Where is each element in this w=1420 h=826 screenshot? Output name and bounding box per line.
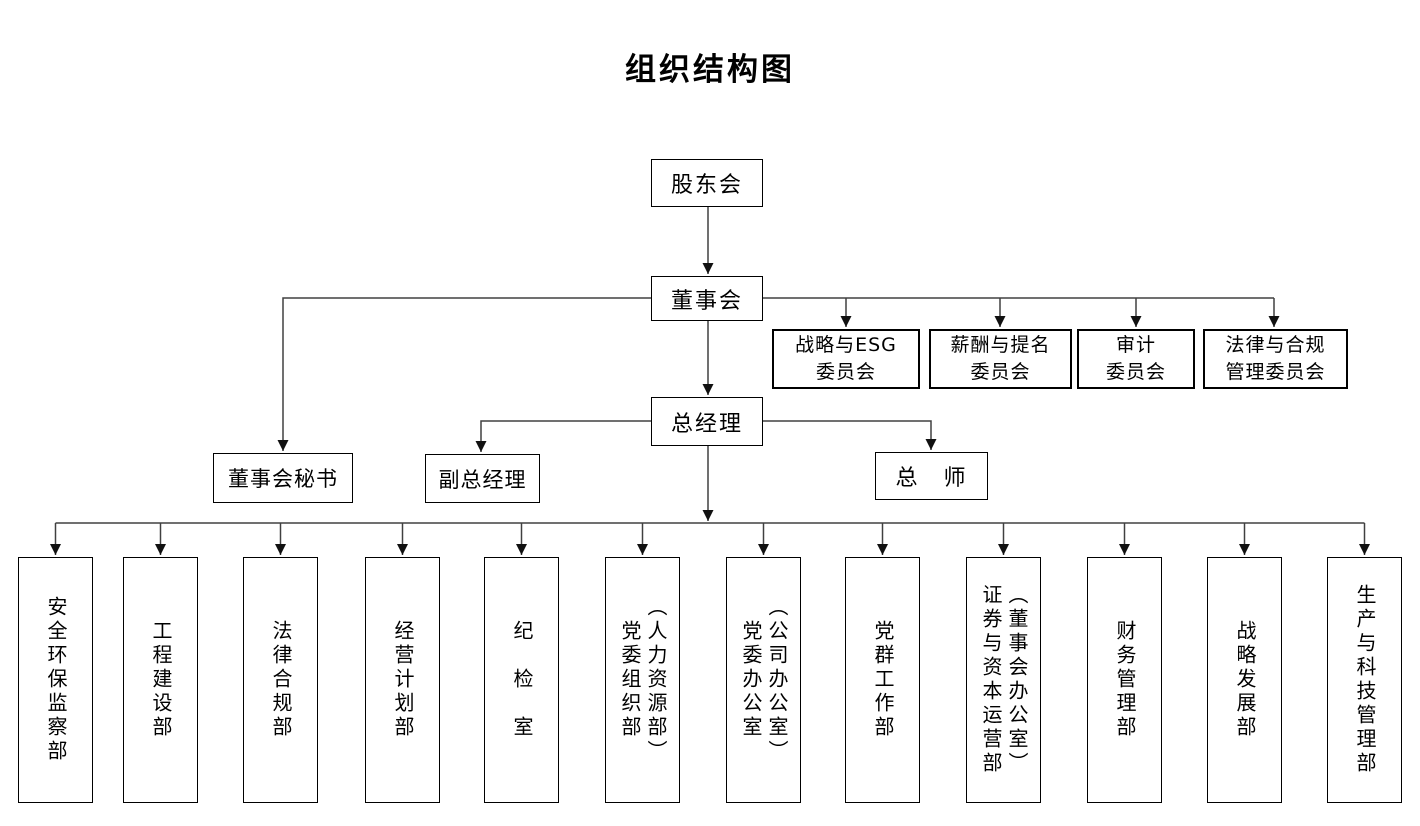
dept-sublabel: （人力资源部） (644, 596, 668, 764)
dept-label: 生产与科技管理部 (1353, 584, 1377, 776)
committee-line2: 委员会 (815, 361, 876, 383)
node-shareholders-label: 股东会 (670, 173, 743, 198)
dept-securities-capital: 证券与资本运营部 （董事会办公室） (966, 557, 1041, 803)
node-deputy-general-manager: 副总经理 (425, 454, 540, 503)
dept-label: 纪 检 室 (510, 620, 534, 740)
dept-party-organization: 党委组织部 （人力资源部） (605, 557, 680, 803)
committee-line1: 法律与合规 (1225, 334, 1326, 356)
dept-discipline-inspection: 纪 检 室 (484, 557, 559, 803)
edge-gm-chief (762, 420, 937, 450)
dept-label: 党群工作部 (871, 620, 895, 740)
dept-label: 党委办公室 (739, 620, 763, 740)
dept-sublabel: （公司办公室） (765, 596, 789, 764)
dept-label: 工程建设部 (149, 620, 173, 740)
dept-party-masses-work: 党群工作部 (845, 557, 920, 803)
edge-gm-deputy (475, 420, 651, 452)
edges (50, 207, 1370, 555)
dept-label: 证券与资本运营部 (979, 584, 1003, 776)
dept-finance-management: 财务管理部 (1087, 557, 1162, 803)
committee-remuneration-nomination: 薪酬与提名 委员会 (929, 329, 1072, 389)
node-chief-engineer: 总 师 (875, 452, 988, 500)
committee-legal-compliance: 法律与合规 管理委员会 (1203, 329, 1348, 389)
committee-audit: 审计 委员会 (1077, 329, 1195, 389)
node-chief-engineer-label: 总 师 (895, 466, 968, 491)
dept-party-office: 党委办公室 （公司办公室） (726, 557, 801, 803)
committee-strategy-esg: 战略与ESG 委员会 (772, 329, 920, 389)
dept-strategy-development: 战略发展部 (1207, 557, 1282, 803)
committee-line2: 委员会 (970, 361, 1031, 383)
dept-engineering-construction: 工程建设部 (123, 557, 198, 803)
committee-line1: 战略与ESG (795, 334, 897, 356)
committee-line1: 审计 (1115, 334, 1156, 356)
node-general-manager-label: 总经理 (670, 411, 743, 437)
dept-label: 法律合规部 (269, 620, 293, 740)
page-title: 组织结构图 (625, 52, 795, 88)
node-board-label: 董事会 (670, 288, 743, 314)
dept-business-planning: 经营计划部 (365, 557, 440, 803)
dept-label: 经营计划部 (391, 620, 415, 740)
dept-legal-compliance: 法律合规部 (243, 557, 318, 803)
committee-line1: 薪酬与提名 (950, 334, 1051, 356)
dept-sublabel: （董事会办公室） (1005, 584, 1029, 776)
committee-line2: 管理委员会 (1225, 361, 1326, 383)
dept-production-technology: 生产与科技管理部 (1327, 557, 1402, 803)
dept-safety-environment: 安全环保监察部 (18, 557, 93, 803)
node-deputy-general-manager-label: 副总经理 (438, 467, 527, 492)
node-board-secretary-label: 董事会秘书 (228, 467, 338, 491)
dept-label: 财务管理部 (1113, 620, 1137, 740)
dept-label: 安全环保监察部 (44, 596, 68, 764)
edge-board-secretary (277, 297, 651, 451)
node-board-secretary: 董事会秘书 (213, 453, 353, 503)
node-shareholders: 股东会 (651, 159, 763, 207)
node-board: 董事会 (651, 276, 763, 321)
dept-label: 战略发展部 (1233, 620, 1257, 740)
committee-line2: 委员会 (1105, 361, 1166, 383)
node-general-manager: 总经理 (651, 397, 763, 446)
dept-label: 党委组织部 (618, 620, 642, 740)
